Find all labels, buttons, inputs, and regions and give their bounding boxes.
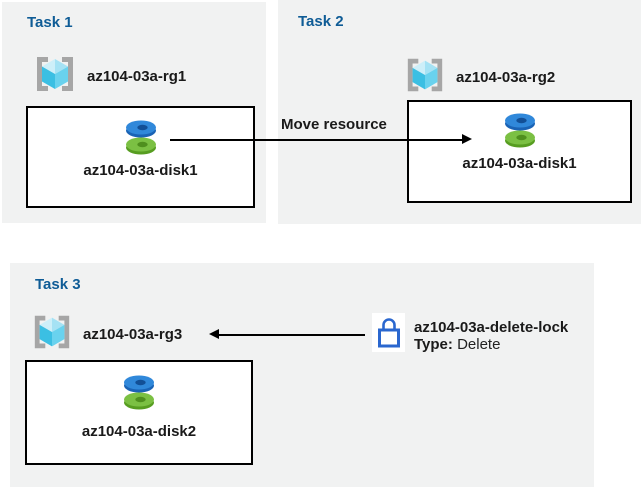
task3-title: Task 3 bbox=[35, 276, 81, 293]
task1-title: Task 1 bbox=[27, 14, 73, 31]
lock-type-value: Delete bbox=[457, 336, 501, 353]
move-arrow-head bbox=[462, 134, 472, 144]
task2-resource-box: az104-03a-disk1 bbox=[407, 100, 632, 203]
lock-arrow-head bbox=[209, 329, 219, 339]
disk-icon bbox=[28, 116, 253, 156]
resource-group-icon bbox=[404, 54, 446, 101]
task2-disk-label: az104-03a-disk1 bbox=[462, 155, 577, 172]
task3-resource-box: az104-03a-disk2 bbox=[25, 360, 253, 465]
task3-rg-label: az104-03a-rg3 bbox=[83, 326, 183, 343]
task3-disk-label: az104-03a-disk2 bbox=[81, 423, 197, 440]
task3-resource-group: az104-03a-rg3 bbox=[31, 311, 182, 358]
lock-type-label: Type: bbox=[414, 336, 453, 353]
task1-rg-label: az104-03a-rg1 bbox=[87, 68, 187, 85]
task2-rg-label: az104-03a-rg2 bbox=[456, 69, 556, 86]
lock-type: Type: Delete bbox=[414, 336, 568, 353]
task1-disk-label: az104-03a-disk1 bbox=[83, 162, 198, 179]
move-arrow-line bbox=[170, 139, 463, 141]
resource-group-icon bbox=[33, 52, 77, 101]
lock-text: az104-03a-delete-lock Type: Delete bbox=[414, 319, 568, 353]
task1-resource-box: az104-03a-disk1 bbox=[26, 106, 255, 208]
task2-resource-group: az104-03a-rg2 bbox=[404, 54, 555, 101]
disk-icon bbox=[27, 371, 251, 411]
lock-name: az104-03a-delete-lock bbox=[414, 319, 569, 336]
task2-title: Task 2 bbox=[298, 13, 344, 30]
disk-icon bbox=[409, 109, 630, 149]
lock-icon bbox=[372, 313, 405, 352]
resource-group-icon bbox=[31, 311, 73, 358]
lock-arrow-line bbox=[219, 334, 365, 336]
task1-resource-group: az104-03a-rg1 bbox=[33, 52, 186, 101]
move-resource-label: Move resource bbox=[281, 116, 387, 133]
